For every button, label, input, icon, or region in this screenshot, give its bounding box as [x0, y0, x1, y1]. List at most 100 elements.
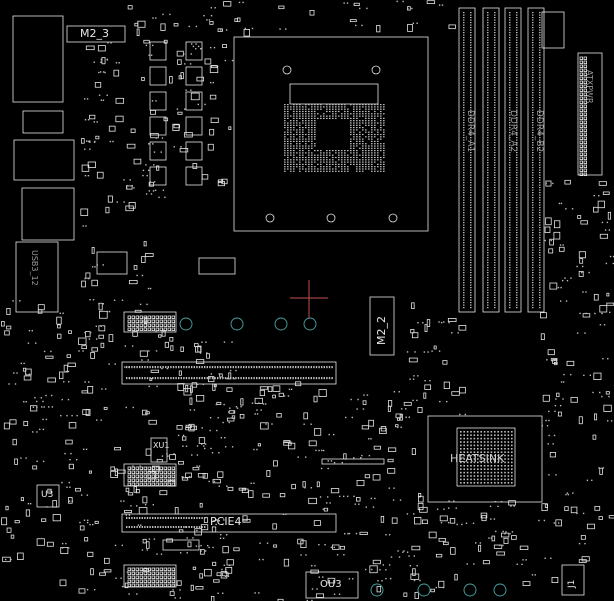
header-block[interactable] [123, 311, 177, 333]
chipset-heatsink[interactable] [427, 415, 543, 503]
u3-outline[interactable] [36, 484, 60, 508]
cpu-pad [344, 106, 346, 108]
ddr-pin [516, 304, 518, 306]
header-pin [163, 470, 167, 474]
header-block-5[interactable] [198, 257, 236, 275]
ddr-pin [516, 89, 518, 91]
cpu-pad [293, 161, 295, 163]
ddr-pin [532, 12, 534, 14]
header-pin [579, 164, 583, 168]
ddr-slot-b2[interactable] [527, 7, 545, 313]
ddr-pin [463, 104, 465, 106]
smd-pad [189, 409, 192, 411]
chipset-ball [511, 454, 513, 457]
cpu-pad [284, 110, 286, 113]
cpu-pad [383, 124, 385, 126]
usb-connector-top[interactable] [13, 139, 75, 181]
usb-lan-connector[interactable] [21, 187, 75, 241]
header-block-3[interactable] [123, 564, 177, 588]
smd-pad [87, 140, 90, 143]
ddr-pin [494, 229, 496, 231]
smd-component [114, 447, 121, 451]
vga-connector[interactable] [12, 15, 64, 103]
j1-outline[interactable] [561, 564, 585, 596]
chipset-ball [466, 451, 469, 453]
ddr-pin [487, 269, 489, 271]
smd-component [586, 523, 595, 530]
cpu-pad [323, 152, 325, 154]
smd-pad [222, 421, 224, 424]
cpu-pad [362, 156, 364, 159]
ddr-pin [516, 227, 518, 229]
smd-pad [14, 383, 17, 385]
ddr-pin [494, 164, 496, 166]
ddr-pin [470, 214, 472, 216]
smd-pad [218, 520, 220, 522]
ou3-outline[interactable] [305, 571, 359, 599]
chipset-ball [497, 461, 499, 464]
header-pin [147, 470, 151, 474]
cpu-pad [374, 161, 376, 163]
super-io-chip[interactable] [96, 251, 128, 275]
header-pin [127, 466, 131, 470]
header-block-4[interactable] [162, 539, 200, 551]
ddr-slot-b1[interactable] [504, 7, 522, 313]
ddr-pin [463, 119, 465, 121]
cpu-pad [344, 166, 346, 168]
ddr-pin [509, 209, 511, 211]
smd-pad [71, 500, 74, 502]
cpu-pad [332, 168, 334, 170]
m2-3-outline[interactable] [66, 25, 126, 43]
ddr-pin [539, 307, 541, 309]
chipset-ball [460, 465, 462, 467]
smd-component [225, 566, 233, 574]
cpu-pad [332, 163, 334, 165]
chipset-ball [507, 458, 510, 460]
atx-aux-connector[interactable] [541, 11, 565, 49]
header-pin [151, 323, 155, 327]
smd-pad [93, 141, 96, 143]
cpu-pad [374, 110, 376, 113]
smd-pad [250, 482, 252, 484]
pcie-slot-4[interactable] [121, 513, 337, 533]
cpu-pad [317, 154, 319, 156]
smd-component [195, 586, 204, 590]
pcie-pin [196, 377, 198, 380]
cpu-pad [302, 131, 304, 133]
ddr-pin [470, 74, 472, 76]
header-pin [127, 579, 131, 583]
smd-component [222, 44, 228, 49]
smd-pad [169, 13, 171, 16]
cpu-pad [314, 104, 316, 106]
smd-component [204, 568, 212, 577]
atx-power-connector[interactable] [577, 52, 603, 176]
smd-pad [353, 495, 355, 498]
header-pin [155, 466, 159, 470]
ddr-slot-a1[interactable] [458, 7, 476, 313]
header-block-2[interactable] [123, 463, 177, 487]
smd-component [190, 584, 194, 591]
usb3-connector[interactable] [15, 241, 59, 313]
cpu-pad [326, 150, 328, 152]
smd-component [20, 497, 24, 502]
header-pin [143, 579, 147, 583]
header-pin [155, 478, 159, 482]
cpu-socket-outline[interactable] [233, 36, 429, 232]
pcie-pin [318, 366, 320, 369]
chipset-ball [483, 448, 486, 450]
smd-component [549, 282, 558, 290]
ddr-pin [494, 129, 496, 131]
lan-connector[interactable] [22, 110, 64, 134]
smd-component [343, 453, 347, 460]
m2-2-outline[interactable] [369, 296, 395, 356]
chipset-ball [460, 434, 462, 436]
pcie-slot-small[interactable] [321, 458, 385, 465]
cpu-pad [347, 161, 349, 163]
ddr-slot-a2[interactable] [482, 7, 500, 313]
ddr-pin [539, 294, 541, 296]
smd-pad [88, 140, 91, 142]
pcie-slot-1[interactable] [121, 361, 337, 385]
pcie-pin [201, 526, 203, 528]
smd-component [380, 515, 385, 523]
